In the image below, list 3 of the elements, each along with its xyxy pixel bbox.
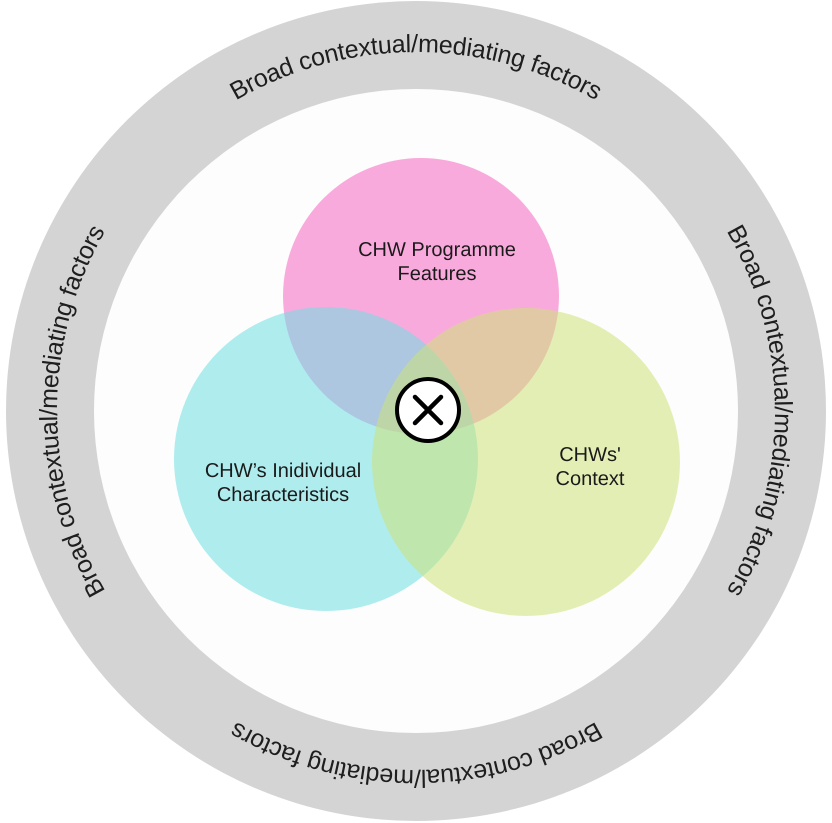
circle-label: CHW’s Inidividual Characteristics <box>204 459 362 507</box>
circle-label: CHW Programme Features <box>357 238 517 286</box>
circle-label: CHWs' Context <box>554 443 626 491</box>
